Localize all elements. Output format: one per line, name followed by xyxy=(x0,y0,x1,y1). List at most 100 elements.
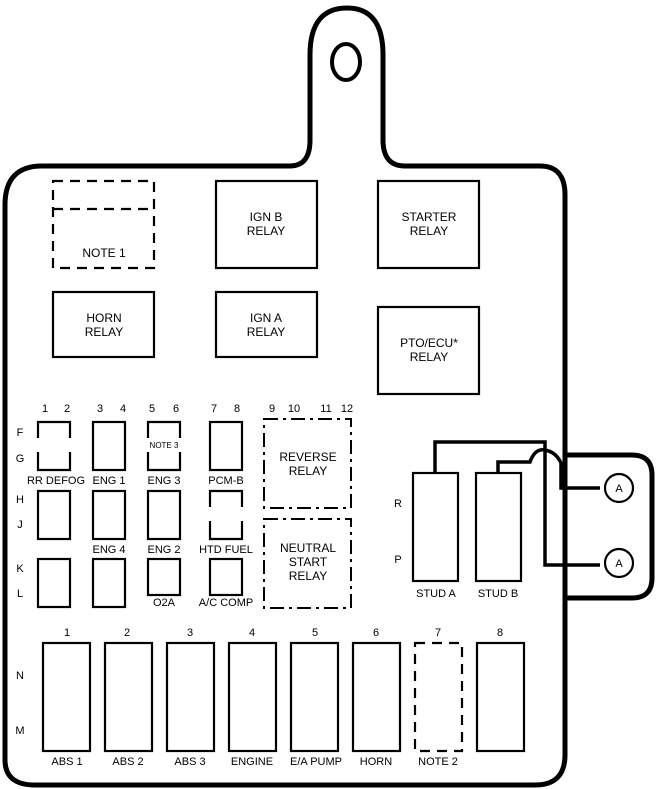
fuse-number: 1 xyxy=(64,627,70,639)
relay-reverse: REVERSE RELAY xyxy=(263,418,352,509)
mini-fuse-row-letters: F G H J K L xyxy=(16,427,25,600)
fuse-k1 xyxy=(36,557,72,609)
row-letter: P xyxy=(394,554,401,566)
terminal-label: A xyxy=(615,483,623,495)
fuse-label: PCM-B xyxy=(208,475,243,487)
maxi-fuse-abs2: ABS 2 xyxy=(103,641,154,768)
fuse-label: RR DEFOG xyxy=(27,475,85,487)
fuse-label: ABS 1 xyxy=(51,756,82,768)
column-number: 9 xyxy=(269,403,275,415)
fuse-rr-defog: RR DEFOG xyxy=(27,420,85,487)
fuse-label: O2A xyxy=(153,597,176,609)
side-bracket xyxy=(560,452,655,601)
wire-stud-b xyxy=(496,448,600,490)
row-letter: G xyxy=(16,453,25,465)
fuse-eng1: ENG 1 xyxy=(91,420,127,487)
column-number: 6 xyxy=(173,403,179,415)
fuse-number: 7 xyxy=(435,627,441,639)
maxi-fuse-ea-pump: E/A PUMP xyxy=(289,641,342,768)
fuse-number: 2 xyxy=(124,627,130,639)
fuse-label: ENGINE xyxy=(231,756,273,768)
maxi-fuse-abs3: ABS 3 xyxy=(165,641,216,768)
relay-pto-ecu: PTO/ECU* RELAY xyxy=(376,305,481,396)
fuse-label: ENG 2 xyxy=(147,544,180,556)
column-number: 12 xyxy=(341,403,353,415)
mounting-hole xyxy=(330,42,362,82)
column-number: 3 xyxy=(97,403,103,415)
relay-label: RELAY xyxy=(410,350,448,364)
fuse-pcm-b: PCM-B xyxy=(208,420,244,487)
fuse-number: 8 xyxy=(497,627,503,639)
fuse-inner-note: NOTE 3 xyxy=(150,441,179,450)
fuse-label: ENG 3 xyxy=(147,475,180,487)
fuse-label: ENG 1 xyxy=(92,475,125,487)
fuse-o2a: O2A xyxy=(146,557,182,609)
fuse-ac-comp: A/C COMP xyxy=(199,557,253,609)
fuse-label: ENG 4 xyxy=(92,544,125,556)
fuse-label: ABS 3 xyxy=(174,756,205,768)
row-letter: H xyxy=(16,494,24,506)
terminal-bottom: A xyxy=(603,547,635,579)
stud-label: STUD B xyxy=(478,588,518,600)
relay-label: NEUTRAL xyxy=(280,541,336,555)
maxi-fuse-note2: NOTE 2 xyxy=(413,641,464,768)
wire-stud-a xyxy=(433,440,600,567)
relay-label: HORN xyxy=(86,311,121,325)
relay-label: RELAY xyxy=(410,224,448,238)
column-number: 7 xyxy=(211,403,217,415)
stud-b: STUD B xyxy=(474,471,523,600)
relay-label: RELAY xyxy=(289,569,327,583)
relay-label: RELAY xyxy=(247,325,285,339)
maxi-fuse-8 xyxy=(475,641,526,753)
terminal-label: A xyxy=(615,558,623,570)
maxi-fuse-engine: ENGINE xyxy=(227,641,278,768)
fuse-k2 xyxy=(91,557,127,609)
fuse-eng2: ENG 2 xyxy=(146,489,182,556)
relay-label: START xyxy=(289,555,328,569)
row-letter: J xyxy=(17,519,23,531)
row-letter: R xyxy=(394,498,402,510)
fuse-number: 5 xyxy=(312,627,318,639)
column-number: 2 xyxy=(64,403,70,415)
relay-label: REVERSE xyxy=(279,450,336,464)
row-letter: K xyxy=(16,563,24,575)
relay-starter: STARTER RELAY xyxy=(376,179,481,270)
column-number: 1 xyxy=(42,403,48,415)
maxi-fuse-row-letters: N M xyxy=(15,670,24,737)
maxi-fuse-abs1: ABS 1 xyxy=(41,641,92,768)
column-number: 5 xyxy=(149,403,155,415)
column-number: 8 xyxy=(234,403,240,415)
relay-ign-a: IGN A RELAY xyxy=(214,290,319,359)
fuse-eng4: ENG 4 xyxy=(91,489,127,556)
stud-row-letters: R P xyxy=(394,498,402,566)
maxi-fuse-numbers: 1 2 3 4 5 6 7 8 xyxy=(64,627,503,639)
fuse-label: E/A PUMP xyxy=(290,756,342,768)
relay-note1: NOTE 1 xyxy=(51,179,156,270)
mini-fuse-column-numbers: 1 2 3 4 5 6 7 8 9 10 11 12 xyxy=(42,403,353,415)
relay-label: IGN B xyxy=(250,210,283,224)
row-letter: L xyxy=(17,588,23,600)
fuse-h1 xyxy=(36,489,72,541)
column-number: 4 xyxy=(120,403,126,415)
fuse-eng3: NOTE 3 ENG 3 xyxy=(146,420,182,487)
fuse-label: HTD FUEL xyxy=(199,544,253,556)
terminal-top: A xyxy=(603,472,635,504)
fuse-htd-fuel: HTD FUEL xyxy=(199,489,253,556)
row-letter: N xyxy=(16,670,24,682)
relay-label: RELAY xyxy=(85,325,123,339)
column-number: 11 xyxy=(320,403,331,415)
stud-a: STUD A xyxy=(411,471,460,600)
row-letter: F xyxy=(17,427,24,439)
fuse-number: 4 xyxy=(249,627,255,639)
relay-neutral-start: NEUTRAL START RELAY xyxy=(263,518,352,609)
relay-label: IGN A xyxy=(250,311,282,325)
fuse-label: A/C COMP xyxy=(199,597,253,609)
row-letter: M xyxy=(15,725,24,737)
fuse-label: ABS 2 xyxy=(112,756,143,768)
relay-label: STARTER xyxy=(402,210,457,224)
stud-label: STUD A xyxy=(416,588,456,600)
fuse-number: 6 xyxy=(373,627,379,639)
maxi-fuse-horn: HORN xyxy=(351,641,402,768)
relay-ign-b: IGN B RELAY xyxy=(214,179,319,270)
